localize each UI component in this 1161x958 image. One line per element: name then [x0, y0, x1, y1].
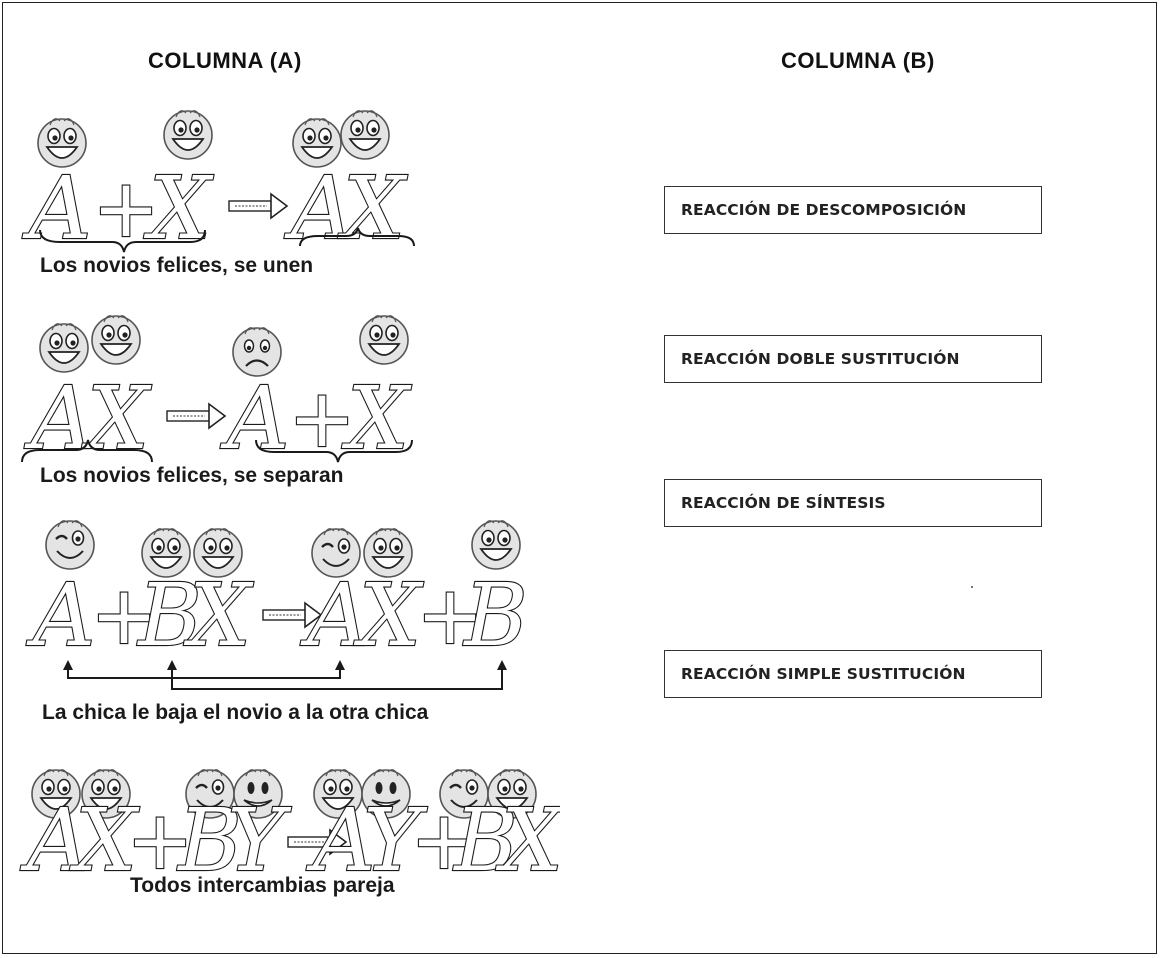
answer-box-label: REACCIÓN DE SÍNTESIS: [681, 494, 886, 512]
answer-box-synthesis[interactable]: REACCIÓN DE SÍNTESIS: [664, 479, 1042, 527]
swap-arrowheads: [63, 660, 507, 670]
answer-box-decomposition[interactable]: REACCIÓN DE DESCOMPOSICIÓN: [664, 186, 1042, 234]
stray-mark: [971, 586, 973, 588]
smiling-face-icon: [163, 110, 213, 160]
swap-arrows: [67, 665, 503, 690]
smiling-face-icon: [81, 769, 131, 819]
winking-face-icon: [185, 769, 235, 819]
token-8: B: [462, 566, 527, 666]
token-2: B: [136, 566, 201, 666]
answer-box-simple-substitution[interactable]: REACCIÓN SIMPLE SUSTITUCIÓN: [664, 650, 1042, 698]
column-a-heading: COLUMNA (A): [148, 48, 302, 73]
token-0: A: [20, 791, 89, 891]
answer-box-double-substitution[interactable]: REACCIÓN DOBLE SUSTITUCIÓN: [664, 335, 1042, 383]
token-7: +: [416, 569, 483, 662]
reaction-arrow-icon: [228, 192, 289, 220]
plain-face-icon: [361, 769, 411, 819]
caption-single-displacement: La chica le baja el novio a la otra chic…: [42, 701, 429, 724]
caption-separation: Los novios felices, se separan: [40, 464, 344, 487]
token-3: B: [176, 791, 241, 891]
answer-box-label: REACCIÓN DE DESCOMPOSICIÓN: [681, 201, 967, 219]
smiling-face-icon: [91, 315, 141, 365]
token-2: X: [143, 159, 214, 259]
smiling-face-icon: [313, 769, 363, 819]
smiling-face-icon: [363, 528, 413, 578]
token-2: +: [126, 794, 193, 887]
diagram-double-displacement-graphic: A X + B Y A Y + B X: [19, 769, 560, 892]
smiling-face-icon: [487, 769, 537, 819]
token-8: +: [410, 794, 477, 887]
sad-face-icon: [232, 327, 282, 377]
token-0: A: [26, 566, 95, 666]
token-6: A: [306, 791, 375, 891]
reaction-arrow-icon: [166, 402, 227, 430]
column-b-heading: COLUMNA (B): [781, 48, 935, 73]
token-4: Y: [228, 791, 292, 891]
token-6: X: [353, 566, 424, 666]
caption-union: Los novios felices, se unen: [40, 254, 314, 277]
diagram-single-displacement: A + B X A X + B La chica le baja el novi…: [0, 515, 560, 740]
token-0: A: [22, 159, 91, 259]
token-9: B: [452, 791, 517, 891]
diagram-single-displacement-graphic: A + B X A X + B: [25, 520, 529, 690]
brace-products: [255, 439, 413, 463]
token-4: +: [288, 372, 355, 465]
smiling-face-icon: [471, 520, 521, 570]
diagram-separation-graphic: A X A + X: [21, 315, 413, 470]
token-1: +: [90, 569, 157, 662]
token-3: X: [183, 566, 254, 666]
token-1: X: [81, 369, 152, 469]
token-5: X: [337, 159, 408, 259]
winking-face-icon: [311, 528, 361, 578]
token-3: A: [220, 369, 289, 469]
brace-product: [299, 227, 415, 247]
smiling-face-icon: [141, 528, 191, 578]
token-0: A: [24, 369, 93, 469]
token-7: Y: [364, 791, 428, 891]
brace-reactant: [21, 439, 153, 463]
token-1: X: [69, 791, 140, 891]
diagram-separation: A X A + X Los novios felices, se separan: [0, 312, 560, 492]
token-5: X: [341, 369, 412, 469]
plain-face-icon: [233, 769, 283, 819]
token-5: A: [300, 566, 369, 666]
token-4: A: [284, 159, 353, 259]
smiling-face-icon: [292, 118, 342, 168]
brace-reactants: [39, 229, 206, 253]
diagram-union: A + X A X Los novios felices, se unen: [0, 108, 560, 288]
token-10: X: [495, 791, 560, 891]
caption-double-displacement: Todos intercambias pareja: [130, 874, 395, 897]
diagram-double-displacement: A X + B Y A Y + B X Todos intercambias p…: [0, 760, 560, 910]
answer-box-label: REACCIÓN SIMPLE SUSTITUCIÓN: [681, 665, 966, 683]
smiling-face-icon: [359, 315, 409, 365]
diagram-union-graphic: A + X A X: [21, 110, 415, 260]
smiling-face-icon: [193, 528, 243, 578]
smiling-face-icon: [37, 118, 87, 168]
winking-face-icon: [439, 769, 489, 819]
reaction-arrow-icon: [287, 828, 348, 856]
smiling-face-icon: [39, 323, 89, 373]
smiling-face-icon: [340, 110, 390, 160]
smiling-face-icon: [31, 769, 81, 819]
winking-face-icon: [45, 520, 95, 570]
reaction-arrow-icon: [262, 601, 323, 629]
token-1: +: [92, 162, 159, 255]
answer-box-label: REACCIÓN DOBLE SUSTITUCIÓN: [681, 350, 960, 368]
